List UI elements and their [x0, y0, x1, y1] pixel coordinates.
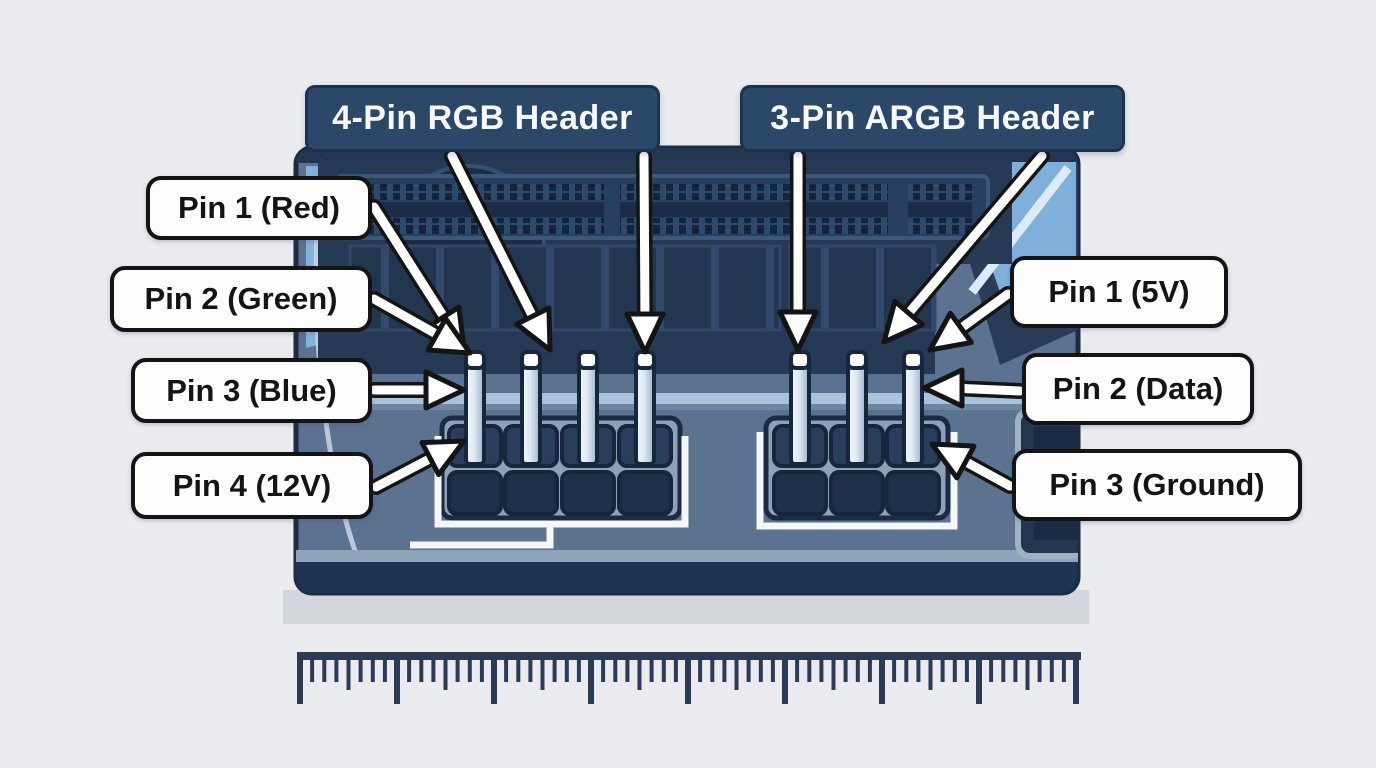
- arrow-title-argb-diagonal: [870, 148, 1050, 354]
- glass-right-streak: [968, 165, 1072, 295]
- label-pin2-data: Pin 2 (Data): [1022, 353, 1254, 425]
- argb-header-connector: [763, 415, 951, 521]
- board-bottom-navy: [296, 562, 1078, 593]
- header-pin: [577, 350, 599, 466]
- rgb-header-pins: [464, 350, 656, 466]
- arrow-title-rgb-vertical: [627, 148, 663, 352]
- rgb-header-bracket-tail: [410, 524, 554, 549]
- board-bottom-steel: [296, 550, 1078, 563]
- ruler: [297, 652, 1081, 704]
- board-stripe-shade: [298, 404, 1076, 410]
- argb-header-bracket: [756, 432, 958, 530]
- arrow-title-rgb-diagonal: [444, 148, 566, 358]
- rgb-header-title: 4-Pin RGB Header: [305, 85, 660, 152]
- label-pin1-5v: Pin 1 (5V): [1010, 256, 1228, 328]
- arrow-title-argb-vertical: [780, 148, 816, 350]
- header-pin: [902, 350, 924, 466]
- argb-header-title: 3-Pin ARGB Header: [740, 85, 1125, 152]
- arrow-pin1-5v: [919, 286, 1016, 365]
- header-pin: [846, 350, 868, 466]
- arrow-pin1-red: [366, 199, 479, 359]
- callout-arrows: [366, 148, 1050, 495]
- header-pin: [634, 350, 656, 466]
- board-shadow: [283, 590, 1089, 624]
- arrow-pin2-green: [366, 291, 479, 369]
- arrow-pin3-blue: [366, 372, 464, 408]
- header-pin: [520, 350, 542, 466]
- argb-header-pins: [789, 350, 924, 466]
- arrow-pin2-data: [924, 370, 1028, 406]
- header-pin: [464, 350, 486, 466]
- rgb-header-bracket: [434, 436, 689, 528]
- label-pin2-green: Pin 2 (Green): [110, 266, 372, 332]
- label-pin1-red: Pin 1 (Red): [146, 176, 372, 240]
- arrow-pin4-12v: [368, 425, 472, 495]
- board-stripe: [298, 393, 1076, 404]
- label-pin4-12v: Pin 4 (12V): [131, 452, 373, 519]
- label-pin3-blue: Pin 3 (Blue): [131, 358, 372, 423]
- ruler-ticks: [297, 656, 1079, 704]
- arrow-pin3-ground: [923, 428, 1018, 494]
- expansion-slot: [334, 174, 990, 240]
- label-pin3-ground: Pin 3 (Ground): [1012, 449, 1302, 521]
- header-pin: [789, 350, 811, 466]
